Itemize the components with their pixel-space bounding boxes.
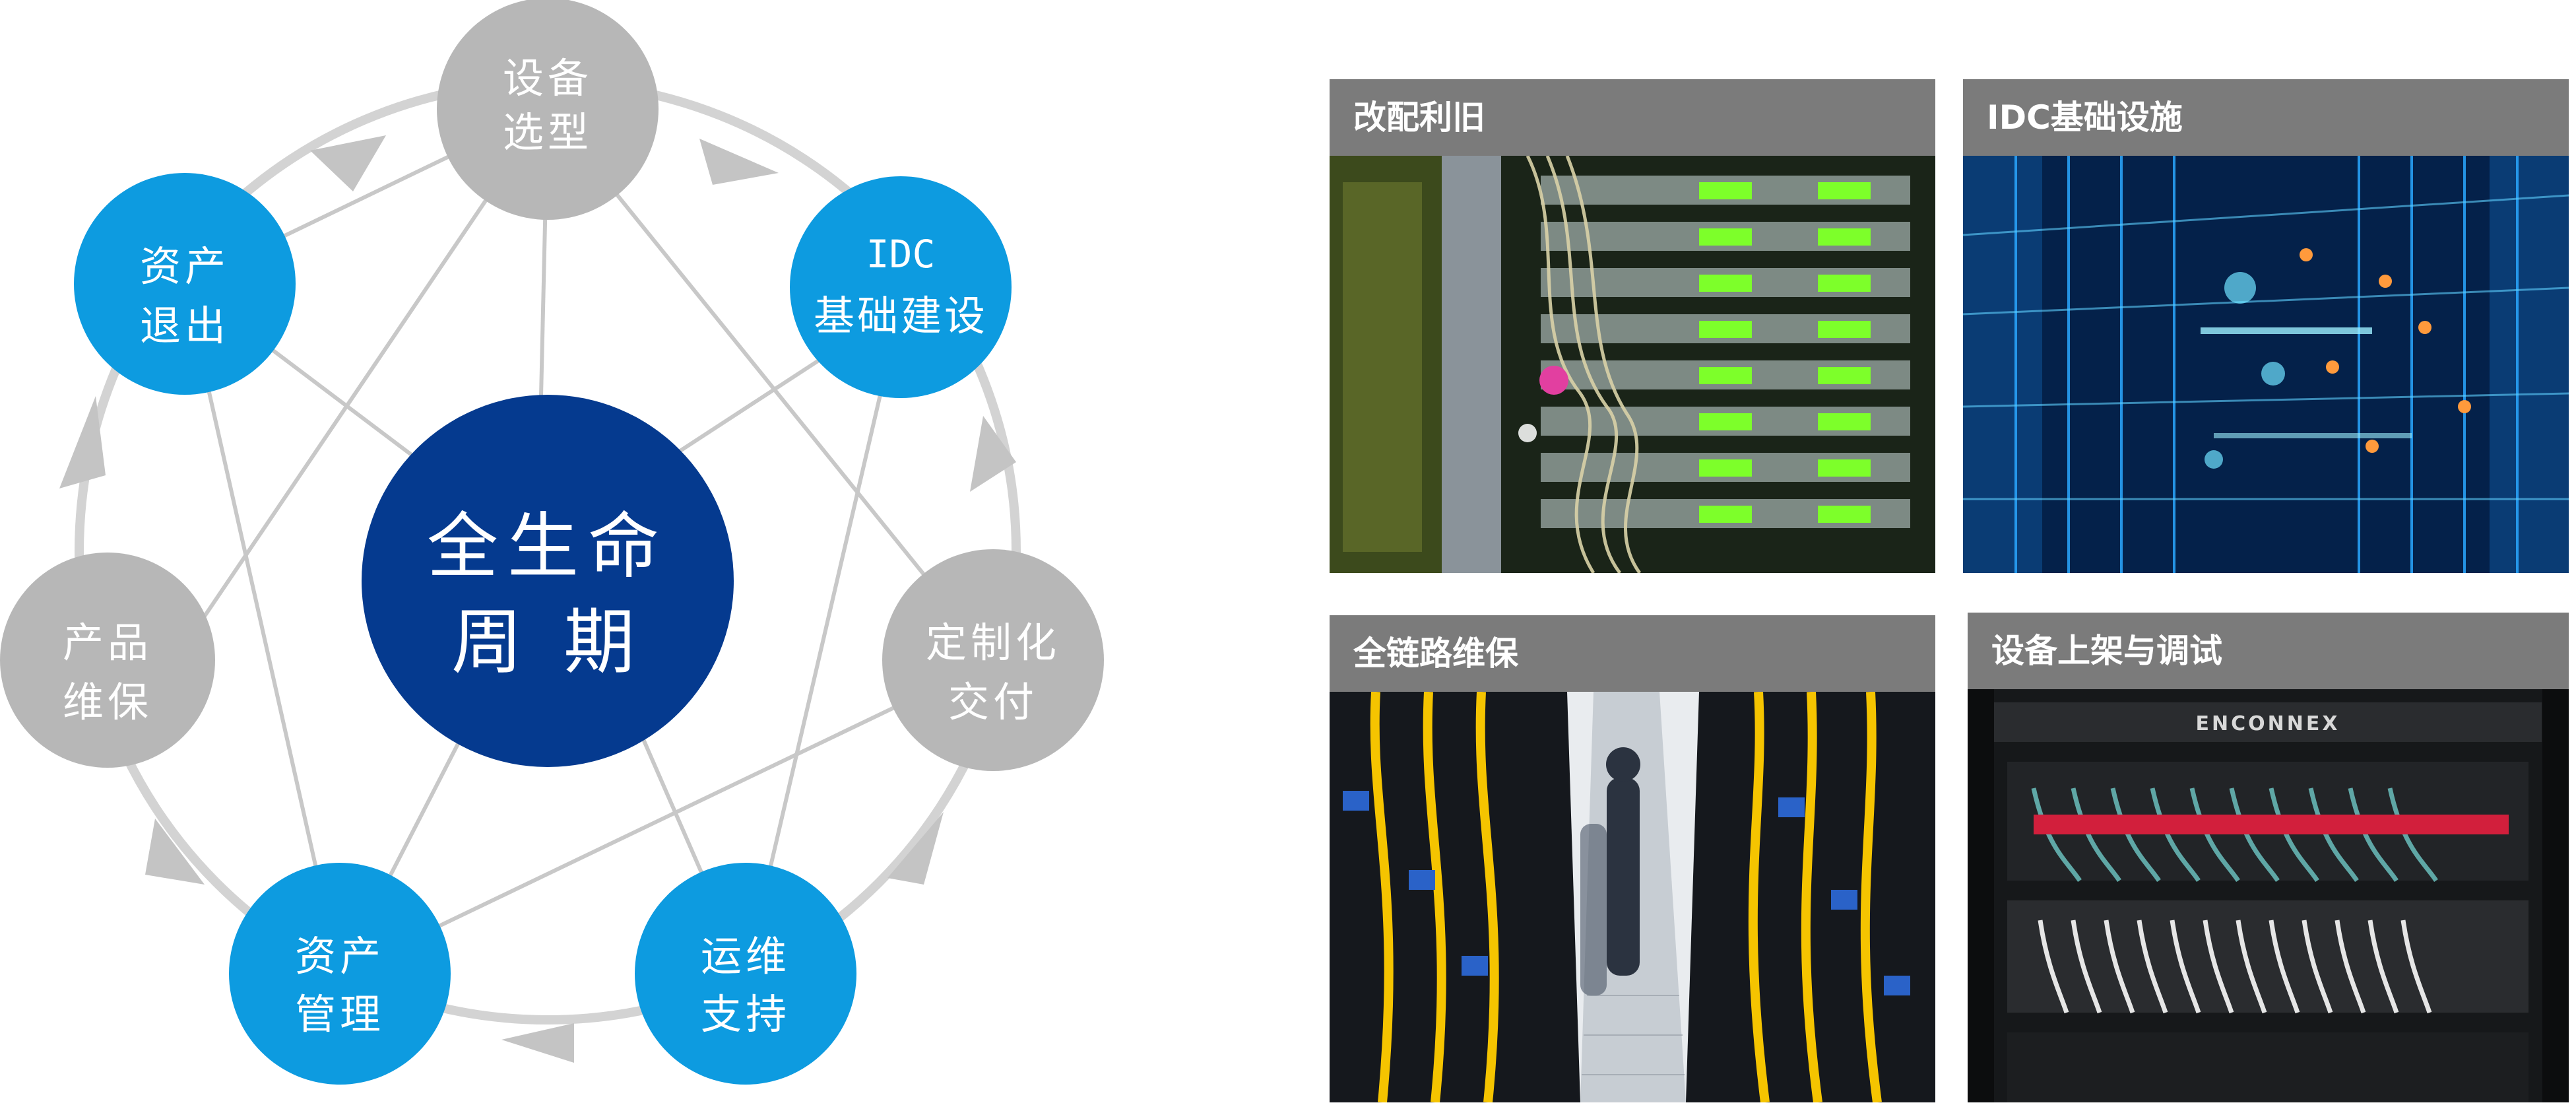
cycle-arrows	[59, 135, 1016, 1063]
ring-arrow	[145, 819, 205, 885]
node-label-line-2: 支持	[701, 990, 790, 1038]
node-equipment-selection: 设备 选型	[437, 0, 659, 220]
center-line-1: 全生命	[427, 506, 668, 588]
ring-arrow	[501, 1023, 574, 1063]
node-label-line-1: 定制化	[926, 619, 1060, 667]
photo-blue-digital-datacenter	[1963, 156, 2569, 573]
panel-title: 改配利旧	[1330, 79, 1935, 156]
node-label-line-1: IDC	[866, 232, 936, 277]
node-asset-exit: 资产 退出	[74, 173, 296, 395]
photo-rack-patch-panel: ENCONNEX	[1968, 689, 2569, 1102]
panel-refit-reuse: 改配利旧	[1330, 79, 1935, 573]
panel-title: 全链路维保	[1330, 615, 1935, 692]
panel-title: IDC基础设施	[1963, 79, 2569, 156]
node-label-line-2: 基础建设	[814, 292, 988, 340]
connector-line	[338, 658, 994, 976]
rack-brand-label: ENCONNEX	[2196, 712, 2340, 735]
ring-arrow	[59, 396, 106, 488]
node-product-maintenance: 产品 维保	[0, 553, 215, 768]
ring-arrow	[887, 812, 944, 885]
panel-full-link-maintenance: 全链路维保	[1330, 615, 1935, 1102]
ring-arrow	[310, 135, 386, 191]
node-label-line-1: 产品	[63, 619, 152, 667]
node-operations-support: 运维 支持	[635, 863, 856, 1085]
node-label-line-1: 设备	[503, 54, 593, 102]
panel-idc-facilities: IDC基础设施	[1963, 79, 2569, 573]
node-label-line-2: 管理	[295, 990, 385, 1038]
ring-arrow	[970, 416, 1016, 492]
connector-line	[546, 108, 995, 661]
connector-line	[183, 283, 342, 974]
center-line-2: 周 期	[451, 601, 644, 684]
node-label-line-2: 维保	[63, 678, 152, 726]
connector-line	[173, 108, 550, 661]
center-node: 全生命 周 期	[362, 395, 734, 767]
connector-line	[744, 306, 903, 974]
node-idc-infrastructure: IDC 基础建设	[790, 176, 1012, 398]
node-label-line-1: 资产	[295, 932, 385, 980]
node-label-line-2: 交付	[948, 678, 1038, 726]
node-label-line-2: 选型	[503, 108, 593, 156]
ring-arrow	[699, 139, 779, 185]
lifecycle-diagram: 全生命 周 期 设备 选型 IDC 基础建设 定制化 交付 运维 支持 资产 管…	[0, 0, 1104, 1085]
panel-rack-install-debug: 设备上架与调试 ENCONNEX	[1968, 613, 2569, 1102]
node-label-line-1: 运维	[701, 932, 790, 980]
node-label-line-2: 退出	[140, 302, 230, 350]
node-asset-management: 资产 管理	[229, 863, 451, 1085]
panel-title: 设备上架与调试	[1968, 613, 2569, 689]
node-label-line-1: 资产	[140, 242, 230, 290]
node-custom-delivery: 定制化 交付	[882, 549, 1104, 771]
photo-datacenter-aisle	[1330, 692, 1935, 1102]
photo-server-rack-green	[1330, 156, 1935, 573]
